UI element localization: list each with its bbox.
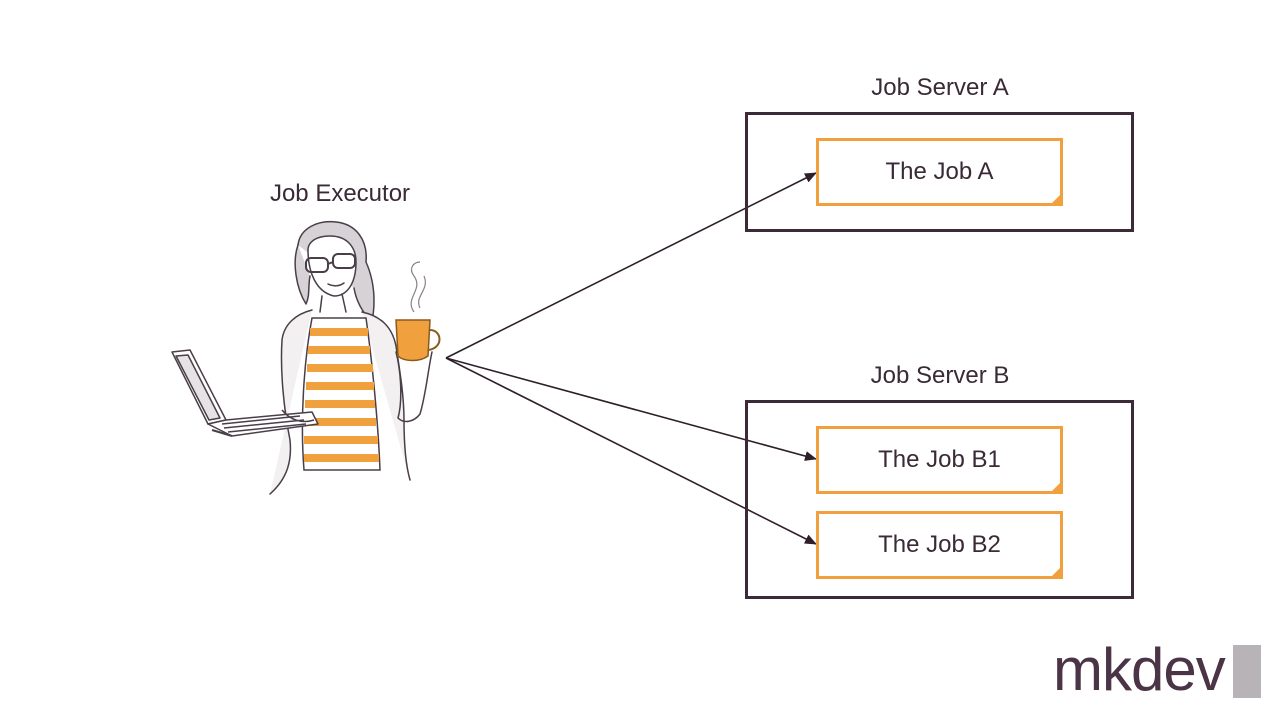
mkdev-logo: mkdev — [1053, 636, 1261, 703]
job-b1-label: The Job B1 — [878, 446, 1001, 473]
coffee-mug-icon — [395, 261, 441, 362]
job-b1: The Job B1 — [816, 426, 1063, 494]
logo-text: mkdev — [1053, 636, 1226, 703]
server-a-label: Job Server A — [871, 74, 1009, 101]
page-fold-icon — [1049, 480, 1063, 494]
arrow-to-job-b2 — [445, 357, 817, 545]
striped-shirt — [301, 317, 381, 471]
job-server-b: The Job B1 The Job B2 — [745, 400, 1134, 599]
job-b2-label: The Job B2 — [878, 531, 1001, 558]
arrow-to-job-a — [445, 172, 817, 359]
page-fold-icon — [1049, 565, 1063, 579]
job-server-a: The Job A — [745, 112, 1134, 232]
server-b-label: Job Server B — [870, 362, 1010, 389]
page-fold-icon — [1049, 192, 1063, 206]
executor-label: Job Executor — [269, 180, 411, 207]
logo-accent-bar — [1232, 645, 1261, 698]
job-b2: The Job B2 — [816, 511, 1063, 579]
laptop-icon — [171, 349, 319, 437]
job-a-label: The Job A — [885, 158, 994, 185]
arrow-to-job-b1 — [445, 357, 817, 461]
job-a: The Job A — [816, 138, 1063, 206]
